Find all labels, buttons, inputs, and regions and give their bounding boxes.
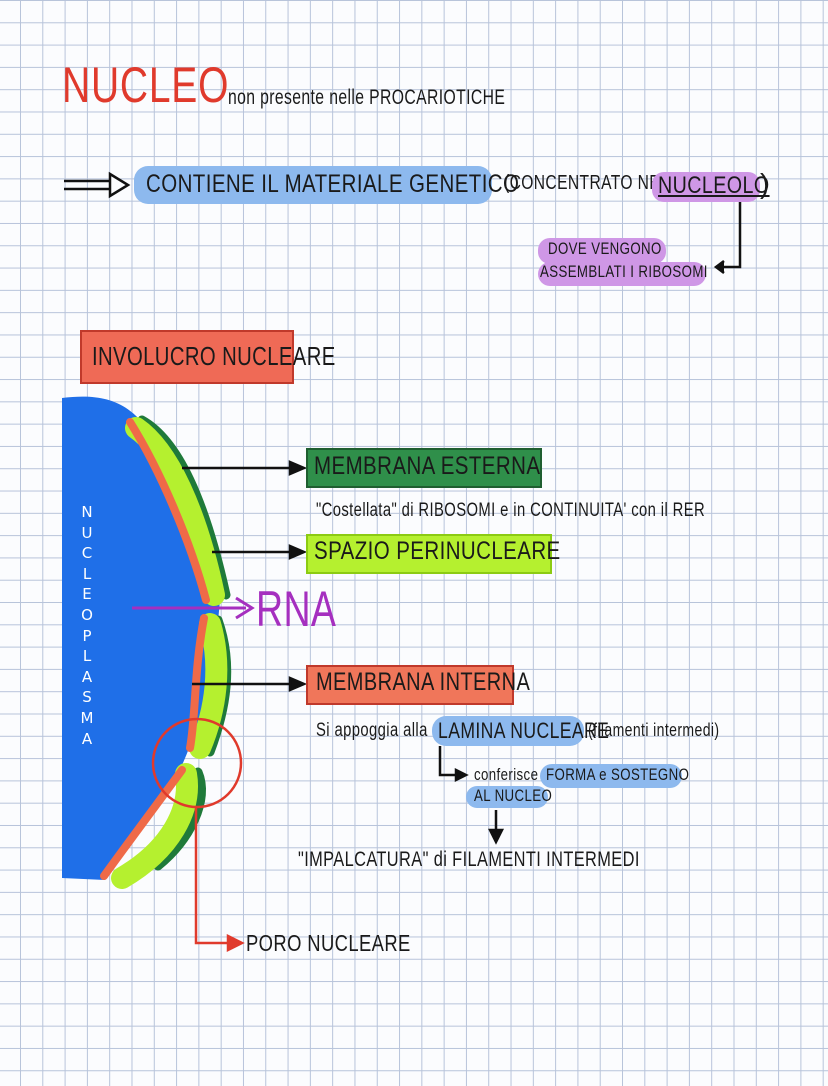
close-paren: ) (760, 168, 770, 199)
inner-membrane-upper (126, 418, 210, 604)
spazio-box (306, 534, 552, 574)
forma-text: FORMA e SOSTEGNO (546, 765, 690, 784)
nucleoplasma-label: NUCLEOPLASMA (80, 503, 94, 748)
page-title: NUCLEO (62, 57, 230, 113)
membrana-esterna-box (306, 448, 542, 488)
lamina-highlight (432, 716, 584, 746)
lamina-text: LAMINA NUCLEARE (438, 718, 610, 743)
rna-label: RNA (256, 581, 337, 637)
label-arrows (182, 460, 308, 692)
genetic-material-text: CONTIENE IL MATERIALE GENETICO (146, 170, 520, 198)
outer-membrane-lower (153, 767, 206, 871)
membrana-esterna-label: MEMBRANA ESTERNA (314, 452, 541, 480)
subtitle: non presente nelle PROCARIOTICHE (228, 86, 506, 109)
perinuclear-space-upper (125, 417, 225, 606)
appoggia-text: Si appoggia alla (316, 720, 428, 741)
inner-membrane-middle (186, 614, 208, 752)
nucleolo-arrow (713, 200, 742, 274)
ribosomi-highlight-2 (538, 262, 706, 286)
poro-label: PORO NUCLEARE (246, 930, 411, 956)
membrana-esterna-note: "Costellata" di RIBOSOMI e in CONTINUITA… (316, 500, 706, 521)
membrana-interna-box (306, 665, 514, 705)
filamenti-text: (filamenti intermedi) (588, 720, 720, 740)
alnucleo-highlight (466, 786, 548, 808)
conferisce-text: conferisce (474, 765, 539, 784)
nucleolo-text: NUCLEOLO (658, 172, 770, 199)
involucro-box (80, 330, 294, 384)
nucleolo-highlight (652, 172, 760, 202)
perinuclear-space-lower (111, 763, 198, 889)
rna-arrow (132, 596, 255, 620)
concentrato-text: (CONCENTRATO NEL (504, 172, 670, 194)
ribosomi-highlight-1 (538, 238, 666, 264)
involucro-title: INVOLUCRO NUCLEARE (92, 341, 336, 371)
inner-membrane-lower (100, 766, 186, 880)
spazio-label: SPAZIO PERINUCLEARE (314, 537, 561, 565)
double-arrow-icon (64, 171, 131, 199)
membrana-interna-label: MEMBRANA INTERNA (316, 668, 531, 696)
pore-arrow (194, 806, 245, 953)
lamina-arrows (438, 746, 505, 845)
forma-highlight (540, 764, 682, 788)
ribosomi-line-1: DOVE VENGONO (548, 239, 662, 258)
outer-membrane-upper (137, 415, 231, 600)
genetic-highlight (134, 166, 492, 204)
alnucleo-text: AL NUCLEO (474, 786, 553, 805)
perinuclear-space-middle (189, 613, 228, 759)
ribosomi-line-2: ASSEMBLATI I RIBOSOMI (540, 262, 708, 281)
impalcatura-text: "IMPALCATURA" di FILAMENTI INTERMEDI (298, 848, 640, 871)
